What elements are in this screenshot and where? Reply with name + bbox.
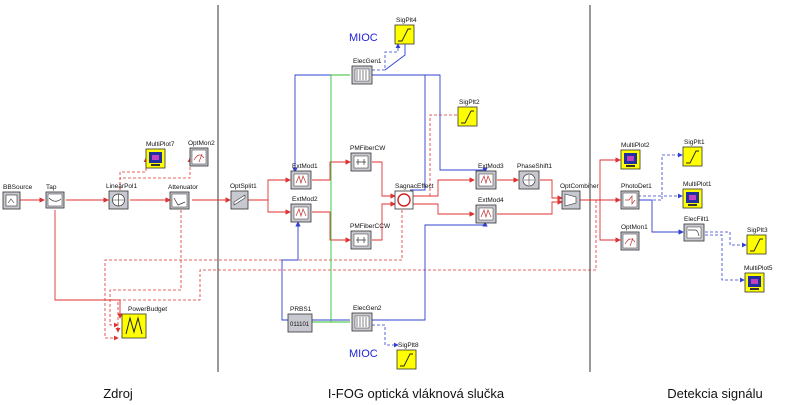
label-extmod2: ExtMod2 (292, 196, 318, 203)
block-elecgen2[interactable]: ElecGen2 (351, 305, 382, 332)
label-elecgen1: ElecGen1 (353, 58, 382, 65)
prbs-code: 011101 (290, 322, 310, 328)
label-optmon1: OptMon1 (621, 224, 648, 231)
block-pmfibercw[interactable]: PMFiberCW (350, 145, 386, 172)
prbs-wire (312, 74, 350, 323)
block-optmon1[interactable]: OptMon1 (620, 224, 648, 251)
block-optcombiner[interactable]: OptCombiner (560, 183, 599, 210)
label-optcombiner: OptCombiner (560, 183, 599, 190)
label-elecfilt1: ElecFilt1 (684, 216, 709, 223)
label-attenuator: Attenuator (168, 184, 199, 191)
label-tap: Tap (46, 184, 57, 191)
block-elecgen1[interactable]: ElecGen1 (351, 58, 382, 85)
block-extmod1[interactable]: ExtMod1 (290, 163, 318, 190)
block-sagnaceffect[interactable]: SagnacEffect (394, 183, 434, 210)
block-prbs1[interactable]: 011101 PRBS1 (287, 306, 313, 333)
block-sigplt4[interactable]: SigPlt4 (394, 17, 417, 45)
block-multiplot5[interactable]: MultiPlot5 (744, 265, 773, 293)
block-optsplit1[interactable]: OptSplit1 (230, 183, 257, 210)
optical-wires (20, 157, 621, 319)
label-sigplt3: SigPlt3 (747, 227, 768, 234)
block-multiplot7[interactable]: MultiPlot7 (145, 141, 175, 169)
block-photodet1[interactable]: PhotoDet1 (620, 183, 652, 210)
block-sigplt8[interactable]: SigPlt8 (396, 342, 419, 370)
label-elecgen2: ElecGen2 (353, 305, 382, 312)
block-optmon2[interactable]: OptMon2 (188, 140, 215, 167)
label-pmfibercw: PMFiberCW (350, 145, 386, 152)
label-extmod4: ExtMod4 (478, 197, 504, 204)
block-extmod4[interactable]: ExtMod4 (475, 197, 504, 224)
label-multiplot2: MultiPlot2 (621, 142, 650, 149)
block-linearpol1[interactable]: LinearPol1 (106, 183, 137, 210)
block-multiplot2[interactable]: MultiPlot2 (620, 142, 650, 170)
label-optsplit1: OptSplit1 (230, 183, 257, 190)
label-sigplt8: SigPlt8 (398, 342, 419, 349)
block-extmod3[interactable]: ExtMod3 (475, 163, 504, 190)
label-bbsource: BBSource (3, 184, 33, 191)
label-powerbudget: PowerBudget (128, 306, 167, 313)
block-elecfilt1[interactable]: ElecFilt1 (683, 216, 709, 242)
section-label-zdroj: Zdroj (103, 386, 133, 401)
label-phaseshift1: PhaseShift1 (517, 163, 552, 170)
label-multiplot7: MultiPlot7 (146, 141, 175, 148)
block-attenuator[interactable]: Attenuator (168, 184, 199, 210)
label-extmod3: ExtMod3 (478, 163, 504, 170)
block-phaseshift1[interactable]: PhaseShift1 (517, 163, 552, 190)
section-label-detect: Detekcia signálu (667, 386, 762, 401)
block-multiplot1[interactable]: MultiPlot1 (682, 181, 712, 209)
label-sigplt2: SigPlt2 (459, 99, 480, 106)
label-sigplt4: SigPlt4 (396, 17, 417, 24)
section-label-loop: I-FOG optická vláknová slučka (328, 386, 505, 401)
label-multiplot1: MultiPlot1 (683, 181, 712, 188)
label-linearpol1: LinearPol1 (106, 183, 137, 190)
block-tap[interactable]: Tap (45, 184, 65, 209)
label-prbs1: PRBS1 (290, 306, 312, 313)
label-multiplot5: MultiPlot5 (744, 265, 773, 272)
mioc-label-bottom: MIOC (349, 348, 378, 360)
block-sigplt3[interactable]: SigPlt3 (746, 227, 768, 255)
block-powerbudget[interactable]: PowerBudget (121, 306, 167, 339)
block-bbsource[interactable]: BBSource (2, 184, 33, 210)
label-sigplt1: SigPlt1 (684, 139, 705, 146)
label-optmon2: OptMon2 (188, 140, 215, 147)
label-extmod1: ExtMod1 (292, 163, 318, 170)
mioc-label-top: MIOC (349, 32, 378, 44)
block-pmfiberccw[interactable]: PMFiberCCW (350, 223, 391, 250)
electrical-wires-dashed (372, 43, 747, 348)
block-extmod2[interactable]: ExtMod2 (290, 196, 318, 223)
block-sigplt2[interactable]: SigPlt2 (457, 99, 480, 127)
label-pmfiberccw: PMFiberCCW (350, 223, 391, 230)
label-sagnaceffect: SagnacEffect (395, 183, 434, 190)
block-sigplt1[interactable]: SigPlt1 (682, 139, 705, 167)
label-photodet1: PhotoDet1 (621, 183, 652, 190)
